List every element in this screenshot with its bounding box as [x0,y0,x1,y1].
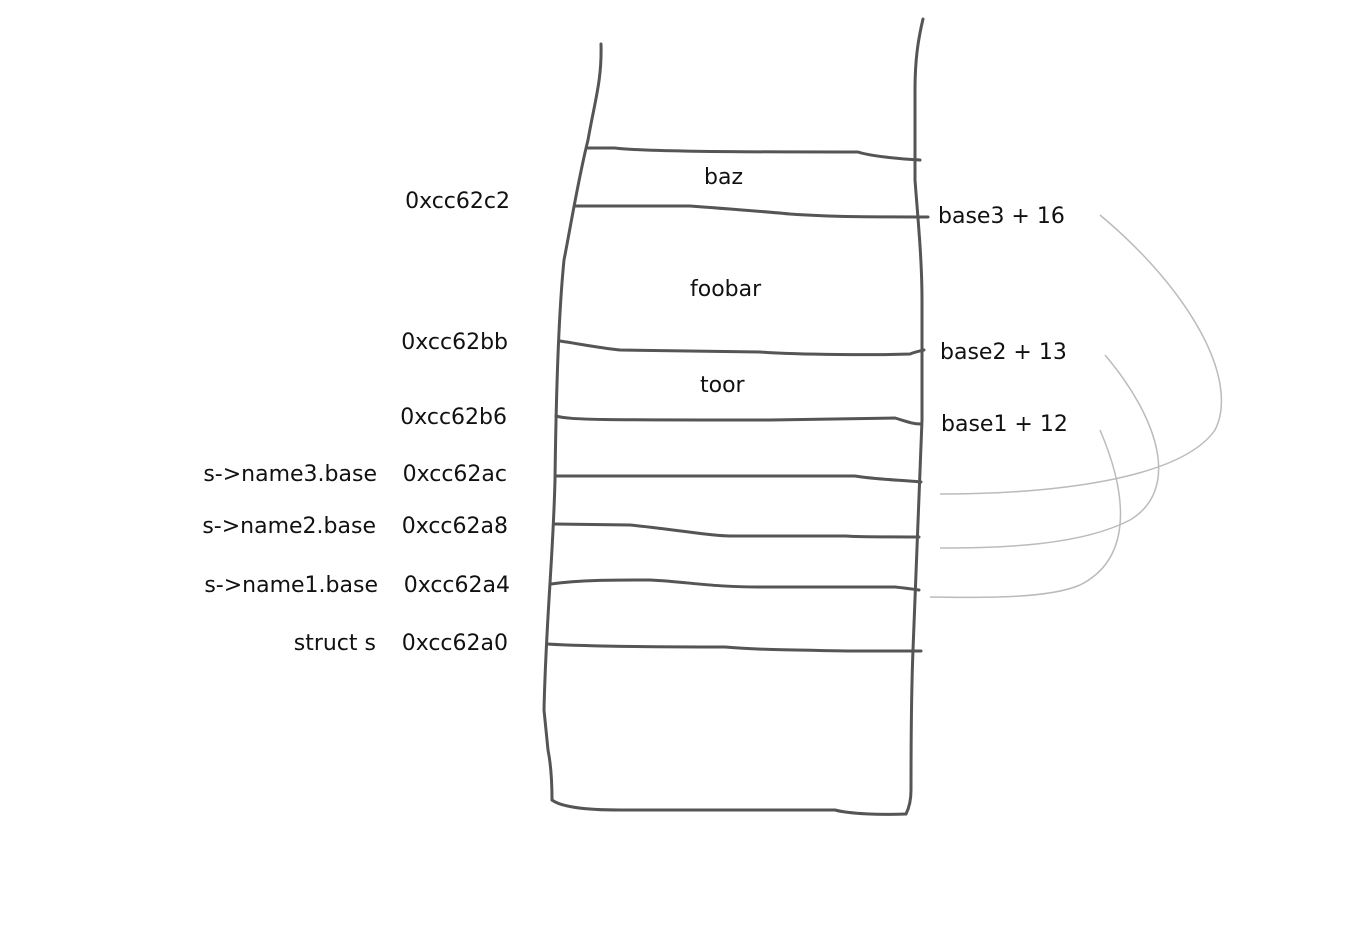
divider [549,578,921,592]
address-label: 0xcc62c2 [405,189,510,214]
address-label: 0xcc62a0 [401,631,508,656]
divider [573,204,930,219]
divider [554,414,923,426]
offset-label: base1 + 12 [941,412,1068,437]
divider [554,474,923,484]
field-name-label: s->name2.base [202,514,376,539]
cell-label-baz: baz [704,165,743,190]
divider [545,642,923,653]
field-name-label: s->name1.base [204,573,378,598]
address-label: 0xcc62ac [402,462,507,487]
pointer-arc [929,429,1122,599]
pointer-arc [939,354,1160,549]
offset-label: base2 + 13 [940,340,1067,365]
cell-label-toor: toor [700,373,745,398]
divider [558,339,926,357]
address-label: 0xcc62a4 [403,573,510,598]
field-name-label: s->name3.base [203,462,377,487]
address-label: 0xcc62a8 [401,514,508,539]
divider [585,146,922,162]
cell-label-foobar: foobar [690,277,762,302]
offset-label: base3 + 16 [938,204,1065,229]
memory-left-wall [542,42,603,802]
memory-bottom [550,798,908,816]
memory-right-wall [904,17,925,816]
divider [552,522,921,539]
address-label: 0xcc62b6 [400,405,507,430]
address-label: 0xcc62bb [401,330,508,355]
pointer-arc [939,214,1223,495]
field-name-label: struct s [293,631,376,656]
